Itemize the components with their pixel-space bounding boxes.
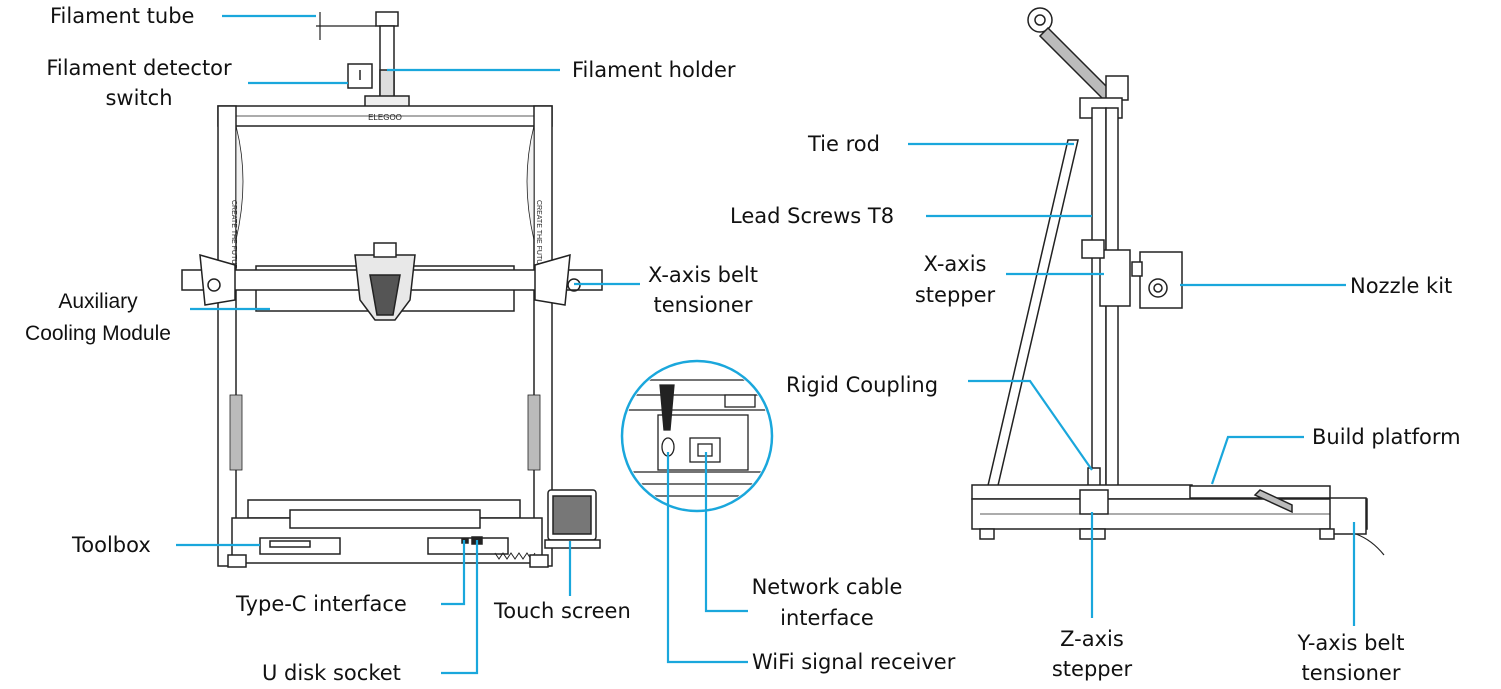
label-wifi: WiFi signal receiver <box>752 650 956 674</box>
label-x-belt-line2: tensioner <box>653 293 753 317</box>
label-y-belt-line2: tensioner <box>1301 661 1401 685</box>
label-lead-screws: Lead Screws T8 <box>730 204 895 228</box>
label-rigid-coupling: Rigid Coupling <box>786 373 939 397</box>
label-touch-screen: Touch screen <box>494 599 631 623</box>
leader-network <box>704 452 748 613</box>
label-filament-detector-line1: Filament detector <box>46 56 232 80</box>
label-auxiliary-line2: Cooling Module <box>25 322 171 345</box>
label-nozzle-kit: Nozzle kit <box>1350 274 1453 298</box>
label-auxiliary-line1: Auxiliary <box>58 290 138 313</box>
label-network-line1: Network cable <box>751 575 903 599</box>
front-view-printer: ELEGOO CREATE THE FUTURE CREATE THE FUTU… <box>181 11 603 568</box>
brand-mark: ELEGOO <box>368 113 402 122</box>
leader-build-platform <box>1210 435 1304 485</box>
label-z-stepper-line1: Z-axis <box>1060 627 1124 651</box>
label-network-line2: interface <box>780 606 874 630</box>
leader-type-c <box>441 540 466 606</box>
label-tie-rod: Tie rod <box>808 132 880 156</box>
label-x-belt-line1: X-axis belt <box>648 263 758 287</box>
label-y-belt-line1: Y-axis belt <box>1297 631 1405 655</box>
side-view-printer <box>971 7 1385 556</box>
label-filament-detector-line2: switch <box>105 86 173 110</box>
label-build-platform: Build platform <box>1312 425 1461 449</box>
leader-wifi <box>666 452 748 664</box>
label-type-c: Type-C interface <box>236 592 407 616</box>
leader-rigid-coupling <box>968 379 1093 471</box>
label-filament-tube: Filament tube <box>50 4 195 28</box>
label-z-stepper-line2: stepper <box>1051 657 1133 681</box>
label-filament-holder: Filament holder <box>572 58 736 82</box>
network-port-inset <box>620 359 774 513</box>
label-u-disk: U disk socket <box>262 661 401 685</box>
frame-text-left: CREATE THE FUTURE <box>230 200 237 274</box>
callout-lines <box>176 14 1356 675</box>
label-x-stepper-line2: stepper <box>914 283 996 307</box>
leader-u-disk <box>441 540 479 675</box>
frame-text-right: CREATE THE FUTURE <box>535 200 542 274</box>
label-toolbox: Toolbox <box>72 533 151 557</box>
filament-holder-drawing <box>316 11 410 109</box>
label-x-stepper-line1: X-axis <box>923 252 987 276</box>
